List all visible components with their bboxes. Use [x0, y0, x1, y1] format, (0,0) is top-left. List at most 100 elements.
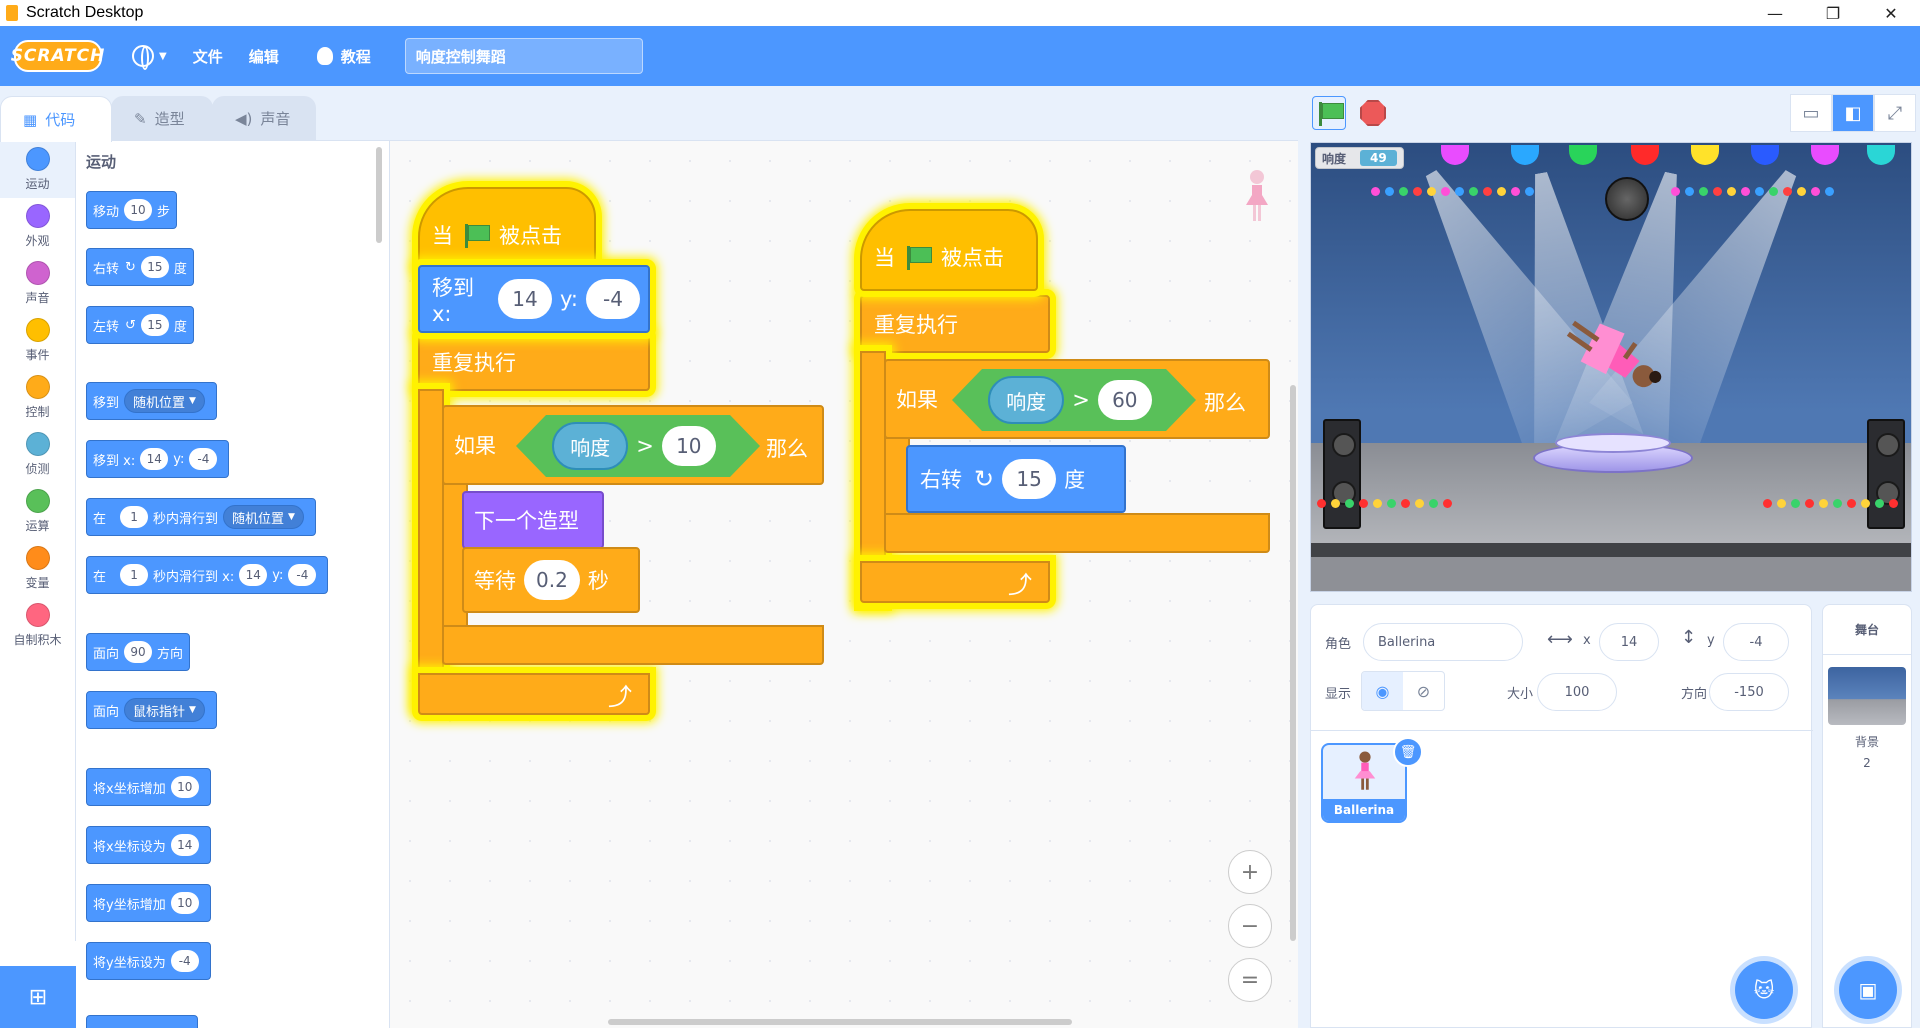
- block-move-steps[interactable]: 移动 10 步: [86, 191, 178, 229]
- block-input[interactable]: 90: [124, 641, 153, 663]
- loudness-greater-than-block[interactable]: 响度 > 10: [516, 415, 760, 477]
- goto-xy-block[interactable]: 移到 x: 14 y: -4: [418, 265, 650, 333]
- when-flag-clicked-hat[interactable]: 当 被点击: [418, 187, 596, 269]
- block-input[interactable]: 14: [170, 834, 199, 856]
- block-change-y[interactable]: 将y坐标增加 10: [86, 884, 211, 922]
- block-goto[interactable]: 移到 随机位置▼: [86, 382, 217, 420]
- tutorials-menu[interactable]: 教程: [316, 26, 371, 86]
- block-glide-to[interactable]: 在 1 秒内滑行到 随机位置▼: [86, 498, 316, 536]
- block-set-y[interactable]: 将y坐标设为 -4: [86, 942, 211, 980]
- hide-sprite-button[interactable]: ⊘: [1403, 672, 1444, 710]
- wait-seconds-input[interactable]: 0.2: [524, 560, 580, 600]
- green-flag-button[interactable]: [1312, 96, 1346, 130]
- then-label: 那么: [766, 433, 808, 463]
- category-operators[interactable]: 运算: [0, 483, 75, 540]
- block-input[interactable]: 1: [120, 564, 149, 586]
- block-point-towards[interactable]: 面向 鼠标指针▼: [86, 691, 217, 729]
- category-looks[interactable]: 外观: [0, 198, 75, 255]
- minimize-button[interactable]: —: [1767, 3, 1783, 23]
- x-position-input[interactable]: 14: [1599, 623, 1659, 661]
- block-input[interactable]: -4: [288, 564, 317, 586]
- stop-button[interactable]: [1360, 100, 1386, 126]
- block-input[interactable]: 1: [120, 506, 149, 528]
- glide-target-dropdown[interactable]: 随机位置▼: [223, 505, 304, 529]
- tab-sounds[interactable]: ◀) 声音: [212, 96, 316, 140]
- file-menu[interactable]: 文件: [192, 47, 223, 66]
- project-title-input[interactable]: 响度控制舞蹈: [404, 38, 643, 74]
- fullscreen-button[interactable]: ⤢: [1874, 94, 1916, 132]
- threshold-input[interactable]: 10: [662, 426, 716, 466]
- scratch-logo[interactable]: SCRATCH: [11, 40, 104, 72]
- loudness-greater-than-block[interactable]: 响度 > 60: [952, 369, 1196, 431]
- category-events[interactable]: 事件: [0, 312, 75, 369]
- category-variables[interactable]: 变量: [0, 540, 75, 597]
- block-goto-xy[interactable]: 移到 x: 14 y: -4: [86, 440, 230, 478]
- large-stage-button[interactable]: ◧: [1832, 94, 1874, 132]
- show-sprite-button[interactable]: ◉: [1362, 672, 1403, 710]
- forever-block[interactable]: 重复执行: [860, 295, 1050, 353]
- zoom-in-button[interactable]: +: [1228, 850, 1272, 894]
- when-flag-clicked-hat[interactable]: 当 被点击: [860, 209, 1038, 291]
- block-point-direction[interactable]: 面向 90 方向: [86, 633, 191, 671]
- add-extension-button[interactable]: ⊞: [0, 966, 76, 1028]
- tab-code[interactable]: ▦ 代码: [0, 96, 112, 142]
- block-input[interactable]: 15: [140, 256, 169, 278]
- category-control[interactable]: 控制: [0, 369, 75, 426]
- block-glide-xy[interactable]: 在 1 秒内滑行到 x: 14 y: -4: [86, 556, 329, 594]
- loudness-monitor[interactable]: 响度 49: [1315, 147, 1404, 169]
- threshold-input[interactable]: 60: [1098, 380, 1152, 420]
- turn-right-block[interactable]: 右转 ↻ 15 度: [906, 445, 1126, 513]
- next-costume-block[interactable]: 下一个造型: [462, 491, 604, 549]
- size-input[interactable]: 100: [1537, 673, 1617, 711]
- add-sprite-button[interactable]: 🐱: [1735, 961, 1793, 1019]
- zoom-out-button[interactable]: −: [1228, 904, 1272, 948]
- zoom-reset-button[interactable]: =: [1228, 958, 1272, 1002]
- delete-sprite-button[interactable]: 🗑: [1393, 737, 1423, 767]
- block-turn-right[interactable]: 右转 ↻ 15 度: [86, 248, 194, 286]
- y-position-input[interactable]: -4: [1723, 623, 1789, 661]
- add-backdrop-button[interactable]: ▣: [1839, 961, 1897, 1019]
- block-change-x[interactable]: 将x坐标增加 10: [86, 768, 211, 806]
- maximize-button[interactable]: ❐: [1825, 3, 1841, 23]
- sprite-thumbnail-ballerina[interactable]: Ballerina 🗑: [1321, 737, 1423, 823]
- block-input[interactable]: -4: [189, 448, 218, 470]
- stage-selector[interactable]: 舞台 背景 2 ▣: [1822, 604, 1912, 1028]
- sprite-name-input[interactable]: Ballerina: [1363, 623, 1523, 661]
- turn-degrees-input[interactable]: 15: [1002, 459, 1057, 499]
- block-input[interactable]: 10: [170, 892, 199, 914]
- category-my-blocks[interactable]: 自制积木: [0, 597, 75, 654]
- loudness-reporter[interactable]: 响度: [552, 422, 628, 470]
- backdrop-thumbnail[interactable]: [1828, 667, 1906, 725]
- category-motion[interactable]: 运动: [0, 141, 75, 198]
- category-sound[interactable]: 声音: [0, 255, 75, 312]
- goto-x-input[interactable]: 14: [498, 279, 553, 319]
- block-input[interactable]: 14: [239, 564, 268, 586]
- block-input[interactable]: 10: [170, 776, 199, 798]
- block-input[interactable]: -4: [170, 950, 199, 972]
- category-sensing[interactable]: 侦测: [0, 426, 75, 483]
- loudness-reporter[interactable]: 响度: [988, 376, 1064, 424]
- script-workspace[interactable]: 重复执行 ⤴ 如果 响度 > 10 那么 下一个造型 等待 0.2 秒 当: [390, 140, 1298, 1028]
- language-menu[interactable]: ▼: [132, 26, 167, 86]
- block-input[interactable]: 10: [124, 199, 153, 221]
- workspace-horizontal-scrollbar[interactable]: [608, 1019, 1072, 1025]
- goto-y-input[interactable]: -4: [586, 279, 640, 319]
- point-towards-dropdown[interactable]: 鼠标指针▼: [124, 698, 205, 722]
- forever-block[interactable]: 重复执行: [418, 333, 650, 391]
- tab-costumes[interactable]: ✎ 造型: [111, 96, 213, 140]
- edit-menu[interactable]: 编辑: [248, 47, 279, 66]
- block-partial[interactable]: [86, 1015, 198, 1028]
- close-button[interactable]: ✕: [1884, 3, 1898, 23]
- block-input[interactable]: 14: [140, 448, 169, 470]
- workspace-vertical-scrollbar[interactable]: [1290, 385, 1296, 941]
- palette-scrollbar[interactable]: [376, 147, 382, 243]
- stage-canvas[interactable]: 响度 49: [1310, 142, 1912, 592]
- block-set-x[interactable]: 将x坐标设为 14: [86, 826, 211, 864]
- small-stage-button[interactable]: ▭: [1790, 94, 1832, 132]
- direction-input[interactable]: -150: [1709, 673, 1789, 711]
- goto-target-dropdown[interactable]: 随机位置▼: [124, 389, 205, 413]
- ballerina-sprite[interactable]: [1561, 313, 1671, 403]
- wait-block[interactable]: 等待 0.2 秒: [462, 547, 640, 613]
- block-input[interactable]: 15: [140, 314, 169, 336]
- block-turn-left[interactable]: 左转 ↺ 15 度: [86, 306, 194, 344]
